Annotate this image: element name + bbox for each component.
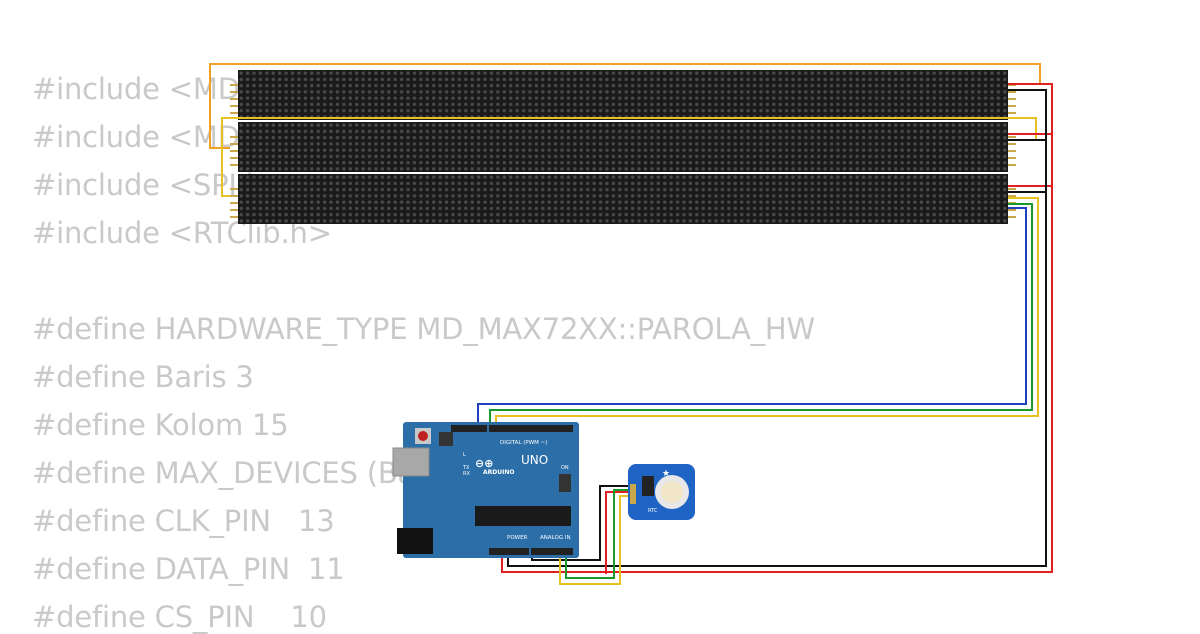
wire[interactable] [495,197,1039,426]
rtc-battery [661,481,683,503]
code-line: #define CLK_PIN 13 [32,504,335,538]
matrix-pin [230,143,238,145]
wire[interactable] [507,89,1047,567]
arduino-logo-infinity: ⊖⊕ [475,457,493,470]
matrix-pin [230,157,238,159]
wire[interactable] [477,207,1027,426]
matrix-pin [1008,98,1016,100]
matrix-pin [230,164,238,166]
matrix-led-dots [238,174,1008,224]
wire[interactable] [559,495,630,585]
rtc-pin-header [630,484,636,504]
matrix-pin [1008,164,1016,166]
analog-label: ANALOG IN [540,535,571,541]
matrix-pin [230,105,238,107]
tx-label: TX [462,465,470,471]
wire[interactable] [605,491,630,574]
l-led-label: L [463,452,466,458]
matrix-pin [1008,136,1016,138]
on-label: ON [561,465,569,471]
matrix-pin [1008,195,1016,197]
wire[interactable] [565,489,630,579]
matrix-pin [1008,112,1016,114]
matrix-pin [230,84,238,86]
matrix-pin [1008,188,1016,190]
matrix-pin [230,150,238,152]
wire[interactable] [501,83,1053,573]
matrix-pin [230,188,238,190]
matrix-pin [230,136,238,138]
uno-label: UNO [521,453,548,467]
wire[interactable] [489,203,1033,426]
rtc-module[interactable]: ★ RTC [628,464,695,520]
power-header [489,548,529,555]
usb-port [392,447,430,477]
analog-header [531,548,573,555]
wires [209,63,1053,585]
icsp-header [439,432,453,446]
star-icon: ★ [662,469,670,479]
power-jack [397,528,433,554]
atmega-chip [475,506,571,526]
digital-header-b [489,425,573,432]
reset-button-cap [418,431,428,441]
matrix-led-dots [238,70,1008,120]
code-line: #define DATA_PIN 11 [32,552,345,586]
code-line: #define Kolom 15 [32,408,289,442]
matrix-led-dots [238,122,1008,172]
matrix-pin [230,202,238,204]
matrix-pin [230,112,238,114]
digital-label: DIGITAL (PWM ~) [500,440,547,446]
power-label: POWER [507,535,528,541]
led-matrix-display[interactable] [230,70,1016,224]
matrix-pin [230,91,238,93]
matrix-pin [230,98,238,100]
matrix-pin [1008,157,1016,159]
matrix-pin [230,216,238,218]
matrix-pin [1008,150,1016,152]
matrix-pin [1008,209,1016,211]
rtc-label: RTC [648,508,658,514]
wire[interactable] [531,485,630,561]
arduino-uno-board[interactable]: DIGITAL (PWM ~) ⊖⊕ UNO ARDUINO TX RX L O… [392,422,579,558]
matrix-pin [1008,143,1016,145]
rx-label: RX [463,471,470,477]
rtc-chip [642,476,654,496]
digital-header-a [451,425,487,432]
matrix-pin [230,209,238,211]
arduino-brand-label: ARDUINO [483,469,514,476]
matrix-pin [1008,216,1016,218]
matrix-pin [1008,91,1016,93]
matrix-pin [1008,105,1016,107]
code-line: #define HARDWARE_TYPE MD_MAX72XX::PAROLA… [32,312,815,346]
icsp2-header [559,474,571,492]
code-line: #define CS_PIN 10 [32,600,327,634]
matrix-pin [230,195,238,197]
code-line: #define Baris 3 [32,360,254,394]
